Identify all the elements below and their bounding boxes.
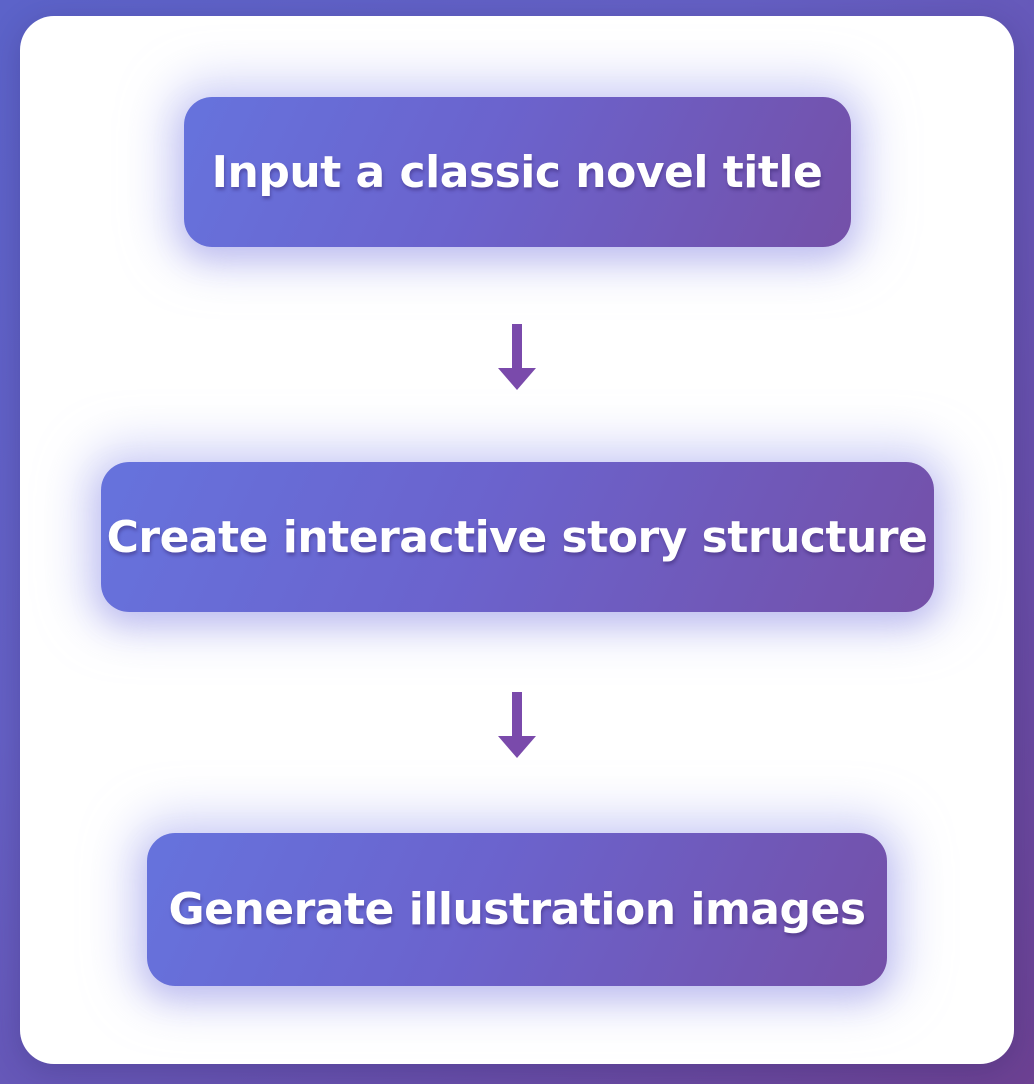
down-arrow-icon — [498, 324, 536, 390]
flow-step-label: Generate illustration images — [168, 884, 866, 935]
down-arrow-icon — [498, 692, 536, 758]
flow-step-label: Input a classic novel title — [211, 146, 823, 198]
flow-step-story-structure: Create interactive story structure — [100, 462, 934, 612]
flow-step-generate-images: Generate illustration images — [147, 833, 887, 986]
flow-step-input-title: Input a classic novel title — [183, 97, 851, 247]
flowchart-card: Input a classic novel title Create inter… — [20, 16, 1014, 1064]
flow-step-label: Create interactive story structure — [106, 511, 928, 563]
